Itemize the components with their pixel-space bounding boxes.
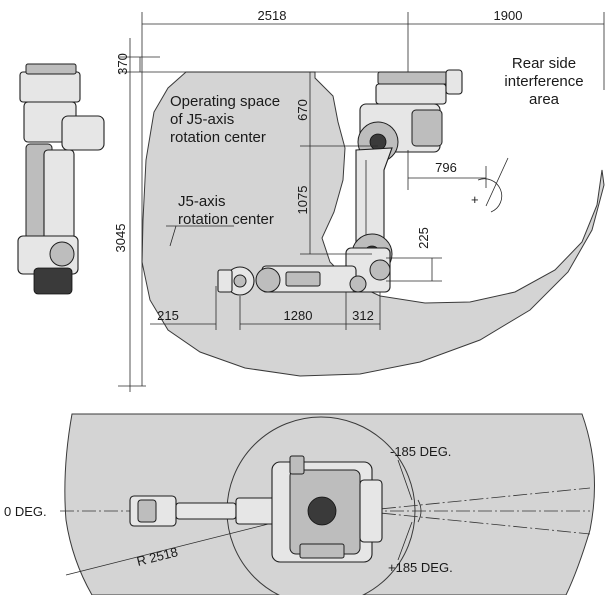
rear-interference-label-line1: Rear side — [512, 55, 576, 72]
angle-0-deg-label: 0 DEG. — [4, 504, 47, 519]
dim-3045: 3045 — [113, 224, 128, 253]
dim-670: 670 — [295, 99, 310, 121]
angle-minus-185-label: -185 DEG. — [390, 444, 451, 459]
operating-space-label-line3: rotation center — [170, 129, 266, 146]
dim-225: 225 — [416, 227, 431, 249]
robot-side-elevation-left — [17, 63, 105, 295]
plus-185-leader — [397, 521, 413, 561]
rear-interference-leader — [485, 157, 509, 207]
minus-185-leader — [397, 459, 413, 501]
rear-interference-arc — [477, 178, 503, 213]
angle-arc — [417, 499, 422, 523]
rear-interference-label-line2: interference — [504, 73, 583, 90]
j5-label-leader — [169, 225, 177, 247]
rear-interference-marker: + — [471, 192, 479, 207]
centerline-plus-185 — [359, 510, 591, 535]
operating-space-label-line2: of J5-axis — [170, 111, 234, 128]
dim-1280: 1280 — [284, 308, 313, 323]
dim-215: 215 — [157, 308, 179, 323]
dim-1900: 1900 — [494, 8, 523, 23]
dim-312: 312 — [352, 308, 374, 323]
dim-2518: 2518 — [258, 8, 287, 23]
dim-796: 796 — [435, 160, 457, 175]
j5-center-label-line1: J5-axis — [178, 193, 226, 210]
centerline-minus-185 — [359, 487, 591, 512]
operating-space-label-line1: Operating space — [170, 93, 280, 110]
robot-top-view — [129, 455, 383, 563]
angle-plus-185-label: +185 DEG. — [388, 560, 453, 575]
side-operating-space-region — [141, 71, 605, 377]
rear-interference-label-line3: area — [529, 91, 560, 108]
dim-1075: 1075 — [295, 186, 310, 215]
dim-370: 370 — [115, 53, 130, 75]
j5-center-label-line2: rotation center — [178, 211, 274, 228]
